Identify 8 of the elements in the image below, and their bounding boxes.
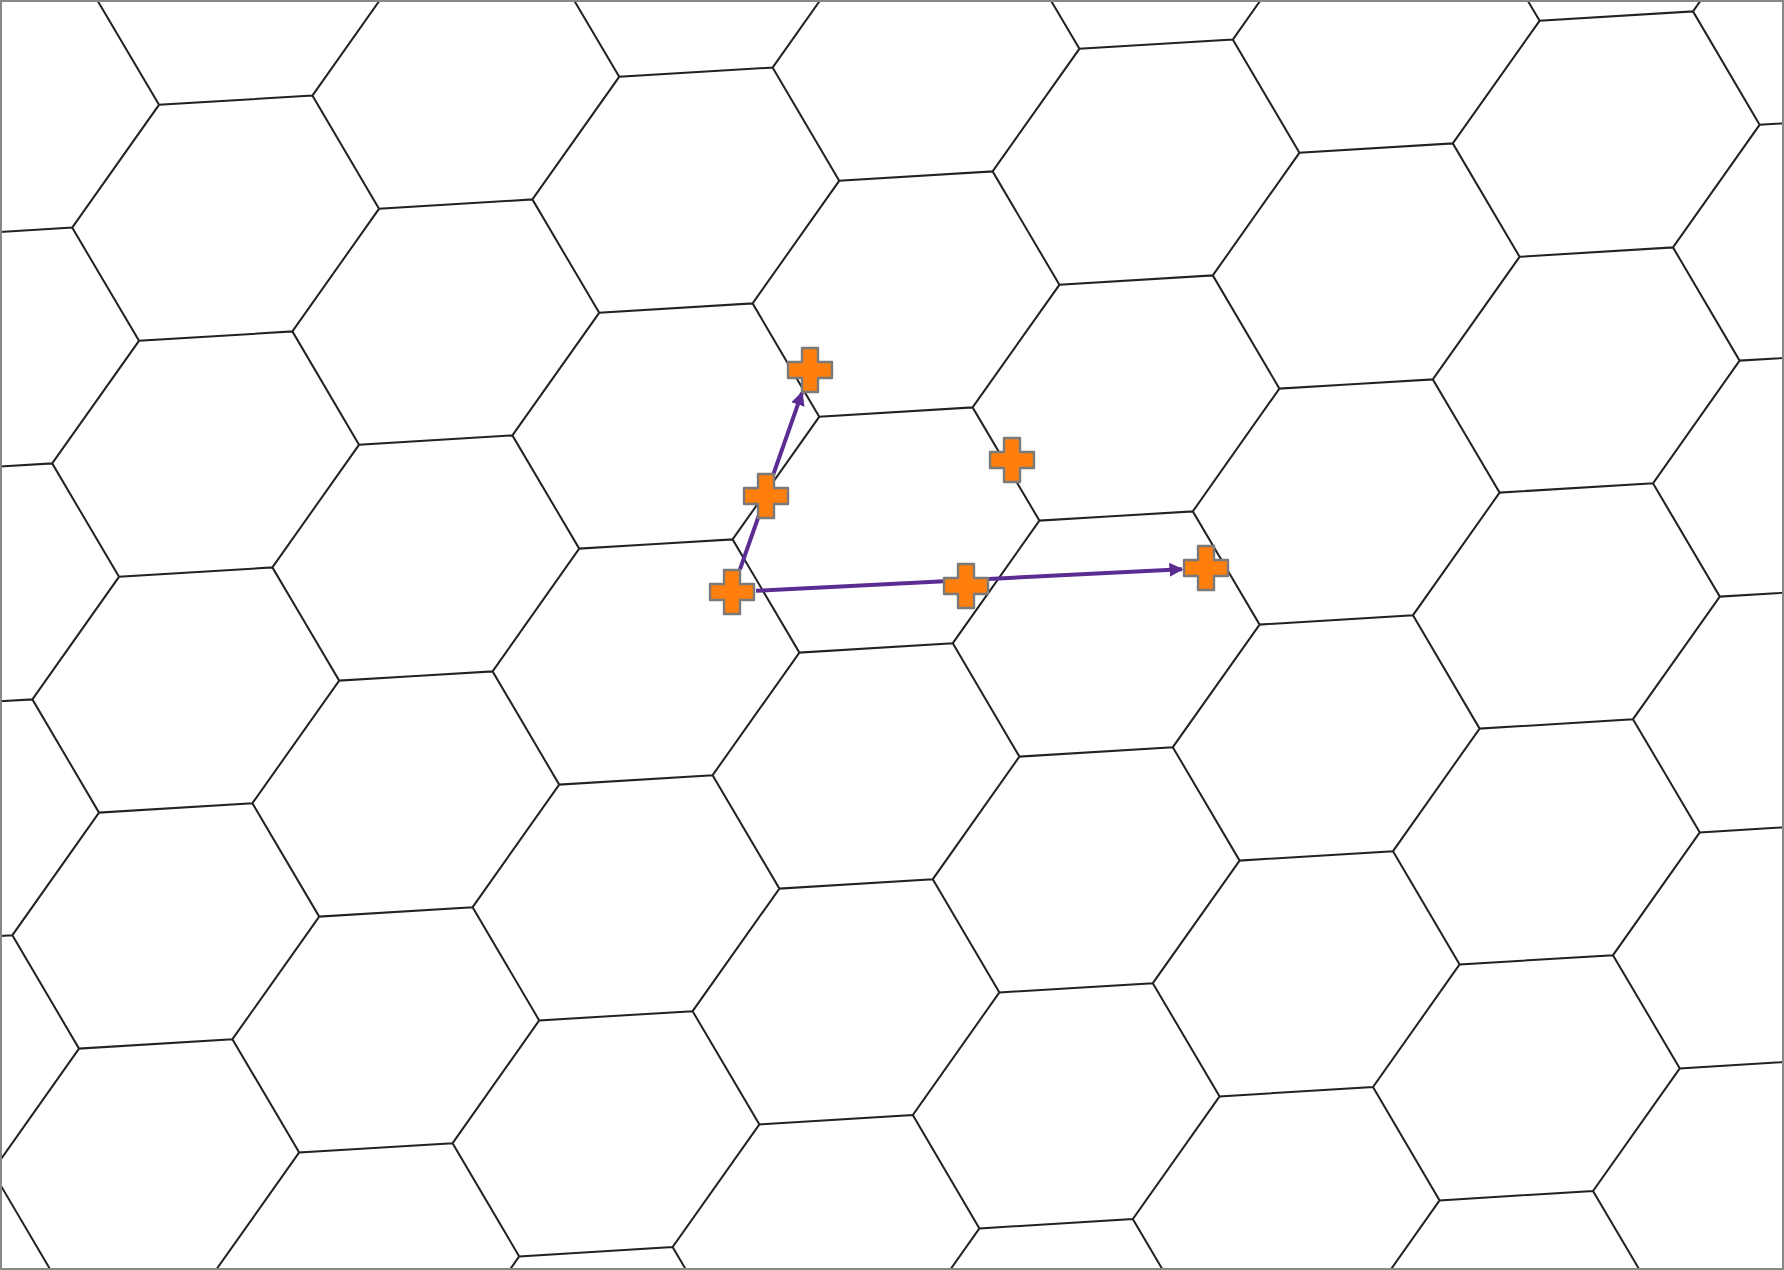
- cross-marker: [786, 346, 834, 394]
- cross-marker: [1182, 544, 1230, 592]
- arrow: [738, 391, 805, 570]
- cross-marker: [942, 562, 990, 610]
- arrow: [755, 562, 1184, 593]
- cross-marker: [988, 436, 1036, 484]
- cross-marker: [742, 472, 790, 520]
- cross-marker: [708, 568, 756, 616]
